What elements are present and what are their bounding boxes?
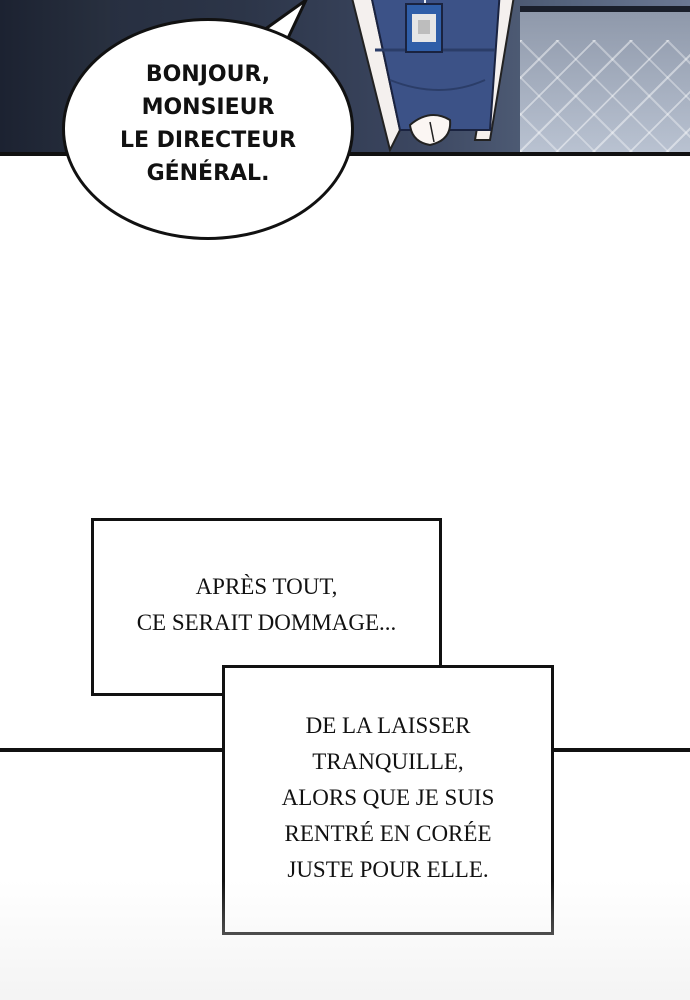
speech-line: BONJOUR, <box>145 62 271 87</box>
window-background <box>520 10 690 152</box>
narration-line: CE SERAIT DOMMAGE... <box>136 610 397 635</box>
narration-line: RENTRÉ EN CORÉE <box>284 821 492 846</box>
comic-panel-top <box>0 0 690 156</box>
speech-line: GÉNÉRAL. <box>146 161 270 186</box>
speech-line: MONSIEUR <box>141 95 275 120</box>
narration-text-2: DE LA LAISSER TRANQUILLE, ALORS QUE JE S… <box>225 708 551 888</box>
speech-line: LE DIRECTEUR <box>119 128 297 153</box>
speech-bubble <box>62 18 354 240</box>
narration-text-1: APRÈS TOUT, CE SERAIT DOMMAGE... <box>94 569 439 641</box>
speech-bubble-text: BONJOUR, MONSIEUR LE DIRECTEUR GÉNÉRAL. <box>62 58 354 190</box>
floor-pattern <box>520 40 690 152</box>
character-figure <box>351 0 515 152</box>
bottom-background-fade <box>0 880 690 1000</box>
narration-line: ALORS QUE JE SUIS <box>281 785 495 810</box>
narration-line: TRANQUILLE, <box>312 749 464 774</box>
narration-line: JUSTE POUR ELLE. <box>287 857 489 882</box>
narration-line: APRÈS TOUT, <box>195 574 338 599</box>
narration-line: DE LA LAISSER <box>305 713 471 738</box>
window-frame <box>520 6 690 12</box>
